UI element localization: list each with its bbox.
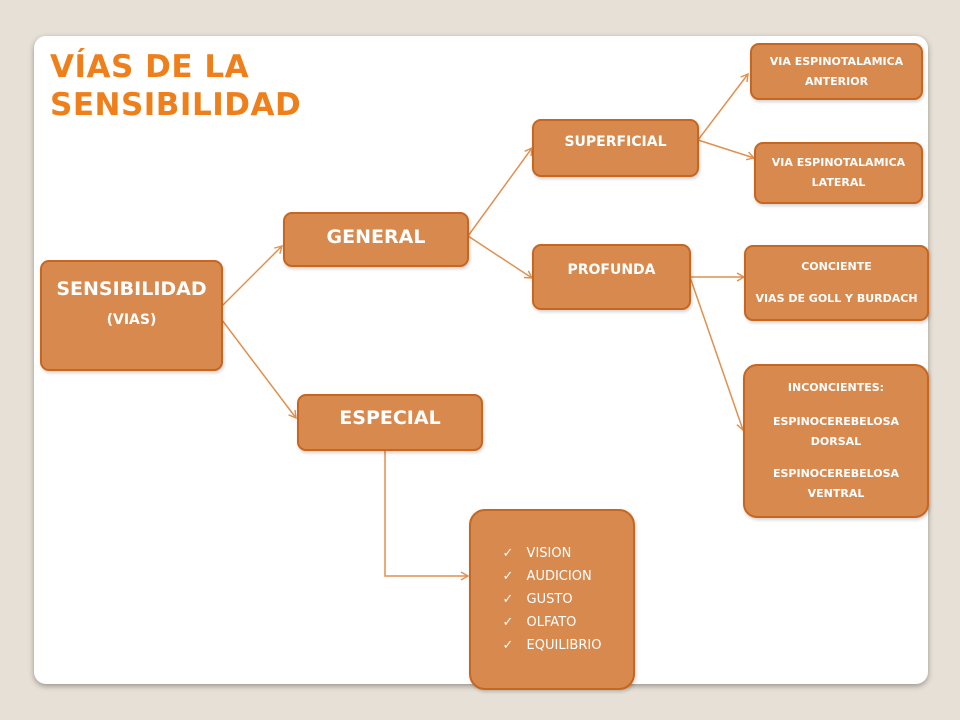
node-via-lateral-line1: VIA ESPINOTALAMICA xyxy=(771,156,906,169)
node-via-anterior-line1: VIA ESPINOTALAMICA xyxy=(769,54,904,68)
node-via-lateral: VIA ESPINOTALAMICA LATERAL xyxy=(754,142,923,204)
node-superficial: SUPERFICIAL xyxy=(532,119,699,177)
node-especial-label: ESPECIAL xyxy=(339,406,441,429)
node-conciente-line2: VIAS DE GOLL Y BURDACH xyxy=(755,292,918,305)
check-icon: ✓ xyxy=(502,546,514,561)
title-line-1: VÍAS DE LA xyxy=(50,49,250,85)
arrow-general-superficial xyxy=(467,146,533,237)
check-icon: ✓ xyxy=(502,569,514,584)
node-via-anterior-line2: ANTERIOR xyxy=(804,74,869,88)
node-inconcientes-item2-line2: VENTRAL xyxy=(807,487,865,500)
node-sensibilidad-sub: (VIAS) xyxy=(106,312,157,328)
sense-label: AUDICION xyxy=(526,569,592,584)
check-icon: ✓ xyxy=(502,615,514,630)
sense-label: OLFATO xyxy=(526,615,577,630)
arrow-general-profunda xyxy=(467,235,534,279)
list-item: ✓ AUDICION xyxy=(503,565,602,588)
sense-label: GUSTO xyxy=(526,592,573,607)
node-general-label: GENERAL xyxy=(326,225,426,248)
node-sensibilidad: SENSIBILIDAD (VIAS) xyxy=(40,260,223,371)
node-inconcientes-item2-line1: ESPINOCEREBELOSA xyxy=(772,467,900,480)
node-inconcientes-item1-line2: DORSAL xyxy=(810,435,862,448)
node-senses: ✓ VISION ✓ AUDICION ✓ GUSTO ✓ OLFATO ✓ EQUILI… xyxy=(469,509,635,690)
sense-label: VISION xyxy=(526,546,572,561)
list-item: ✓ EQUILIBRIO xyxy=(503,634,602,657)
arrow-especial-senses xyxy=(384,450,470,581)
node-general: GENERAL xyxy=(283,212,469,267)
node-inconcientes: INCONCIENTES: ESPINOCEREBELOSA DORSAL ES… xyxy=(743,364,929,518)
list-item: ✓ GUSTO xyxy=(503,588,602,611)
node-via-anterior: VIA ESPINOTALAMICA ANTERIOR xyxy=(750,43,923,100)
node-especial: ESPECIAL xyxy=(297,394,483,451)
check-icon: ✓ xyxy=(502,638,514,653)
arrow-superficial-lateral xyxy=(697,139,756,161)
node-profunda: PROFUNDA xyxy=(532,244,691,310)
title-line-2: SENSIBILIDAD xyxy=(50,87,302,123)
sense-label: EQUILIBRIO xyxy=(526,638,602,653)
arrow-superficial-anterior xyxy=(697,72,749,141)
check-icon: ✓ xyxy=(502,592,514,607)
node-sensibilidad-label: SENSIBILIDAD xyxy=(56,278,207,300)
arrow-root-general xyxy=(221,245,283,307)
node-superficial-label: SUPERFICIAL xyxy=(564,134,667,150)
arrow-root-especial xyxy=(221,319,297,420)
list-item: ✓ VISION xyxy=(503,542,602,565)
node-conciente: CONCIENTE VIAS DE GOLL Y BURDACH xyxy=(744,245,929,321)
arrow-profunda-inconcientes xyxy=(689,276,746,432)
node-inconcientes-item1-line1: ESPINOCEREBELOSA xyxy=(772,415,900,428)
senses-list: ✓ VISION ✓ AUDICION ✓ GUSTO ✓ OLFATO ✓ EQUILI… xyxy=(503,542,602,657)
page-title: VÍAS DE LA SENSIBILIDAD xyxy=(50,48,301,124)
node-profunda-label: PROFUNDA xyxy=(567,262,656,278)
node-conciente-line1: CONCIENTE xyxy=(801,260,872,273)
list-item: ✓ OLFATO xyxy=(503,611,602,634)
node-via-lateral-line2: LATERAL xyxy=(811,176,866,189)
node-inconcientes-heading: INCONCIENTES: xyxy=(787,381,885,394)
